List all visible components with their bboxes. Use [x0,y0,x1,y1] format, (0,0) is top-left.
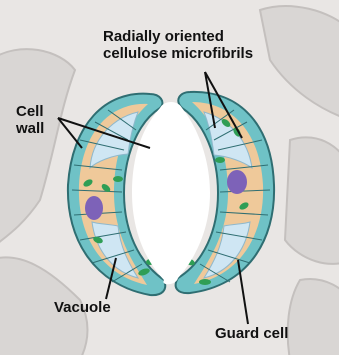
cell-wall-label-line2: wall [16,120,44,137]
microfibrils-label: Radially oriented cellulose microfibrils [103,28,253,62]
nucleus-right [227,170,247,194]
epidermal-cell-bottom-right [288,279,339,355]
guard-cell-label: Guard cell [215,325,288,342]
epidermal-cell-left [0,49,75,250]
stomatal-pore [132,102,210,284]
vacuole-label: Vacuole [54,299,111,316]
epidermal-cell-top-right [260,6,339,120]
cell-wall-label: Cell wall [16,103,44,137]
epidermal-cell-right [285,137,339,264]
cell-wall-label-line1: Cell [16,103,44,120]
microfibrils-label-line2: cellulose microfibrils [103,45,253,62]
nucleus-left [85,196,103,220]
microfibrils-label-line1: Radially oriented [103,28,224,45]
